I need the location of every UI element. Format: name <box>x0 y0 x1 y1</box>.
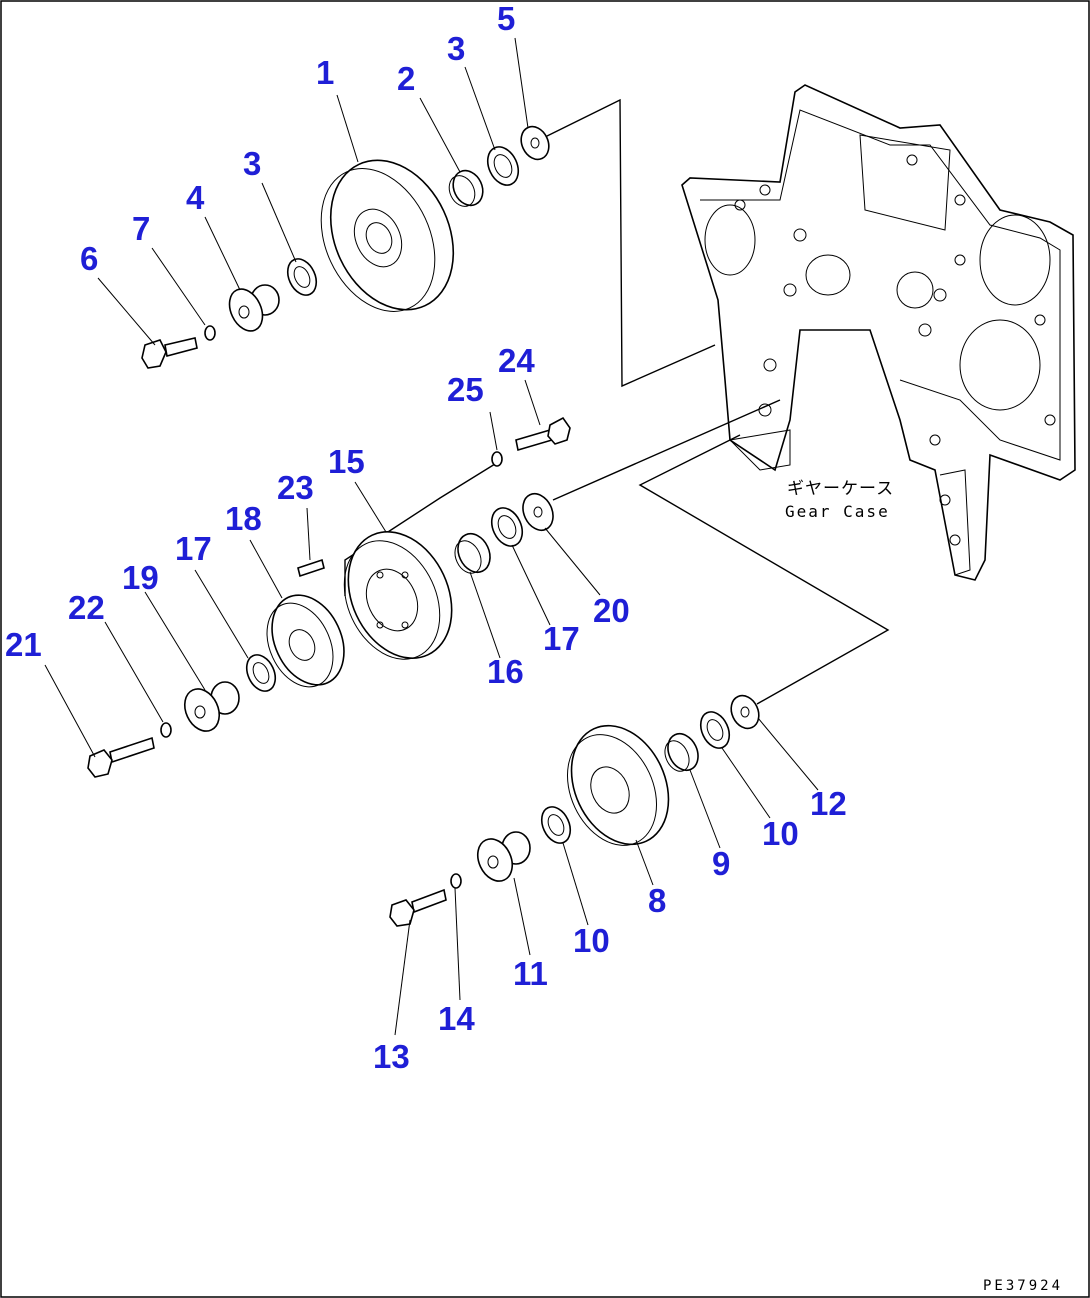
washer-5 <box>520 125 550 161</box>
callout-13: 13 <box>373 1038 410 1075</box>
callout-10-right: 10 <box>762 815 799 852</box>
callout-23: 23 <box>277 469 314 506</box>
callout-2: 2 <box>397 60 415 97</box>
gear-15 <box>343 531 453 660</box>
shaft-11 <box>476 831 531 882</box>
leader-mid <box>552 399 781 501</box>
callout-3-lower: 3 <box>243 145 261 182</box>
washer-20 <box>522 492 554 532</box>
washer-3-lower <box>286 258 318 296</box>
washer-12 <box>730 694 760 730</box>
callout-5: 5 <box>497 0 515 37</box>
washer-25 <box>491 451 503 467</box>
callout-18: 18 <box>225 500 262 537</box>
callout-22: 22 <box>68 589 105 626</box>
callout-7: 7 <box>132 210 150 247</box>
callout-25: 25 <box>447 371 484 408</box>
callout-21: 21 <box>5 626 42 663</box>
callout-8: 8 <box>648 882 666 919</box>
gear-8 <box>566 724 670 846</box>
callout-17-left: 17 <box>175 530 212 567</box>
leader-upper <box>542 98 716 388</box>
washer-17-left <box>245 654 277 692</box>
bolt-24 <box>515 416 571 452</box>
dowel-23 <box>297 558 325 578</box>
callout-24: 24 <box>498 342 535 379</box>
callout-15: 15 <box>328 443 365 480</box>
bushing-2 <box>448 169 484 207</box>
gear-case-label-en: Gear Case <box>785 502 890 521</box>
callout-17-right: 17 <box>543 620 580 657</box>
bolt-21 <box>87 736 155 778</box>
gear-case <box>681 84 1076 581</box>
callout-leaders <box>44 37 819 1036</box>
callout-12: 12 <box>810 785 847 822</box>
callout-19: 19 <box>122 559 159 596</box>
bolt-6 <box>141 337 198 369</box>
callout-6: 6 <box>80 240 98 277</box>
callout-10-left: 10 <box>573 922 610 959</box>
washer-3-upper <box>486 146 520 186</box>
callout-16: 16 <box>487 653 524 690</box>
callout-labels: 1 2 3 3 4 5 6 7 8 9 10 10 11 12 13 14 15… <box>5 0 847 1075</box>
callout-4: 4 <box>186 179 205 216</box>
bolt-13 <box>389 888 447 927</box>
shaft-19 <box>183 681 240 732</box>
washer-10-left <box>540 806 572 844</box>
bushing-9 <box>664 732 699 772</box>
callout-9: 9 <box>712 845 730 882</box>
bushing-16 <box>454 532 491 574</box>
washer-10-right <box>699 711 731 749</box>
gear-18 <box>266 594 345 688</box>
drawing-code: PE37924 <box>983 1278 1063 1294</box>
shaft-4 <box>228 284 280 332</box>
callout-3-upper: 3 <box>447 30 465 67</box>
callout-20: 20 <box>593 592 630 629</box>
caption-backdrop <box>782 476 908 522</box>
gear-1 <box>320 159 455 312</box>
leader-lower <box>638 434 890 705</box>
washer-17-right <box>490 507 524 547</box>
callout-14: 14 <box>438 1000 475 1037</box>
washer-7 <box>204 325 216 341</box>
washer-22 <box>160 722 172 738</box>
callout-11: 11 <box>513 955 548 992</box>
washer-14 <box>450 873 462 889</box>
gear-case-label-jp: ギヤーケース <box>787 479 894 499</box>
callout-1: 1 <box>316 54 334 91</box>
